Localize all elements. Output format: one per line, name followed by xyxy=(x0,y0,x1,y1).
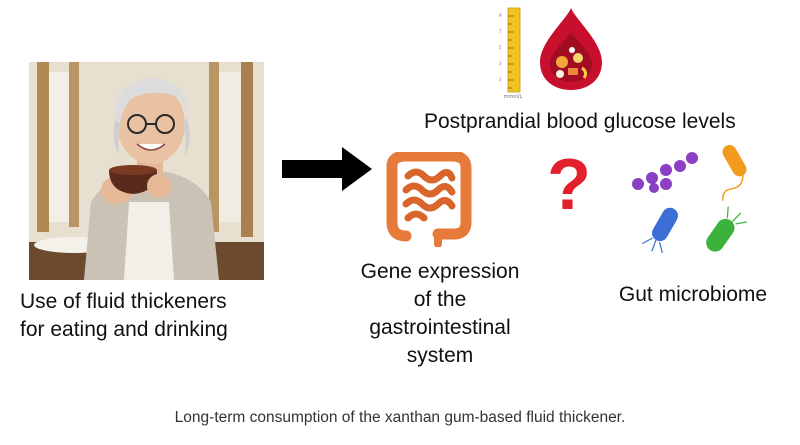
svg-text:7: 7 xyxy=(499,29,502,34)
svg-text:9: 9 xyxy=(499,13,502,18)
figure-caption: Long-term consumption of the xanthan gum… xyxy=(174,409,626,426)
glucose-scale-icon: 9 7 5 3 1 mmol/L xyxy=(497,6,529,106)
elderly-woman-drinking-photo xyxy=(29,62,264,280)
gene-line-4: system xyxy=(406,344,474,367)
glucose-label: Postprandial blood glucose levels xyxy=(424,110,736,133)
gene-line-3: gastrointestinal xyxy=(369,316,511,339)
bacteria-icon xyxy=(626,140,774,260)
svg-text:5: 5 xyxy=(499,45,502,50)
gene-line-2: of the xyxy=(413,288,467,311)
gut-microbiome-label: Gut microbiome xyxy=(618,283,768,306)
blood-drop-food-icon xyxy=(536,6,606,92)
fluid-thickeners-line-1: Use of fluid thickeners xyxy=(20,290,227,313)
right-arrow-icon xyxy=(282,147,372,191)
question-mark-icon: ? xyxy=(547,145,591,225)
fluid-thickeners-label: Use of fluid thickeners for eating and d… xyxy=(20,288,275,344)
intestine-icon xyxy=(382,150,472,248)
svg-text:1: 1 xyxy=(499,77,502,82)
ruler-unit-label: mmol/L xyxy=(503,94,523,100)
fluid-thickeners-line-2: for eating and drinking xyxy=(20,318,228,341)
gene-line-1: Gene expression xyxy=(360,260,520,283)
svg-text:3: 3 xyxy=(499,61,502,66)
gene-expression-label: Gene expression of the gastrointestinal … xyxy=(325,258,555,370)
